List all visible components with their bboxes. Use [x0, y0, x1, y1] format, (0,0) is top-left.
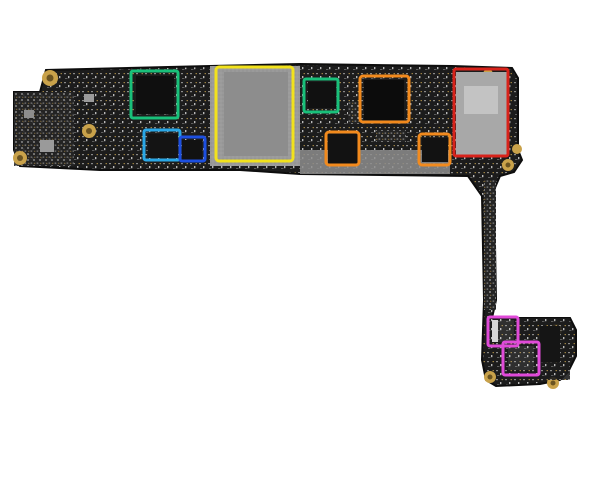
orange-box-small-left	[324, 130, 361, 167]
orange-box-large	[358, 74, 411, 124]
green-box-center	[302, 77, 340, 114]
magenta-box-lower	[501, 340, 541, 377]
board-right-strip	[484, 180, 496, 310]
yellow-box	[214, 65, 295, 163]
green-box-left	[129, 69, 180, 120]
dark-blue-box	[178, 135, 207, 163]
chips	[24, 72, 534, 370]
shield-right-label	[464, 86, 498, 114]
highlight-boxes	[129, 65, 541, 377]
red-box	[452, 67, 510, 158]
chip-bottom-right	[540, 326, 560, 362]
orange-box-small-right	[417, 132, 452, 167]
